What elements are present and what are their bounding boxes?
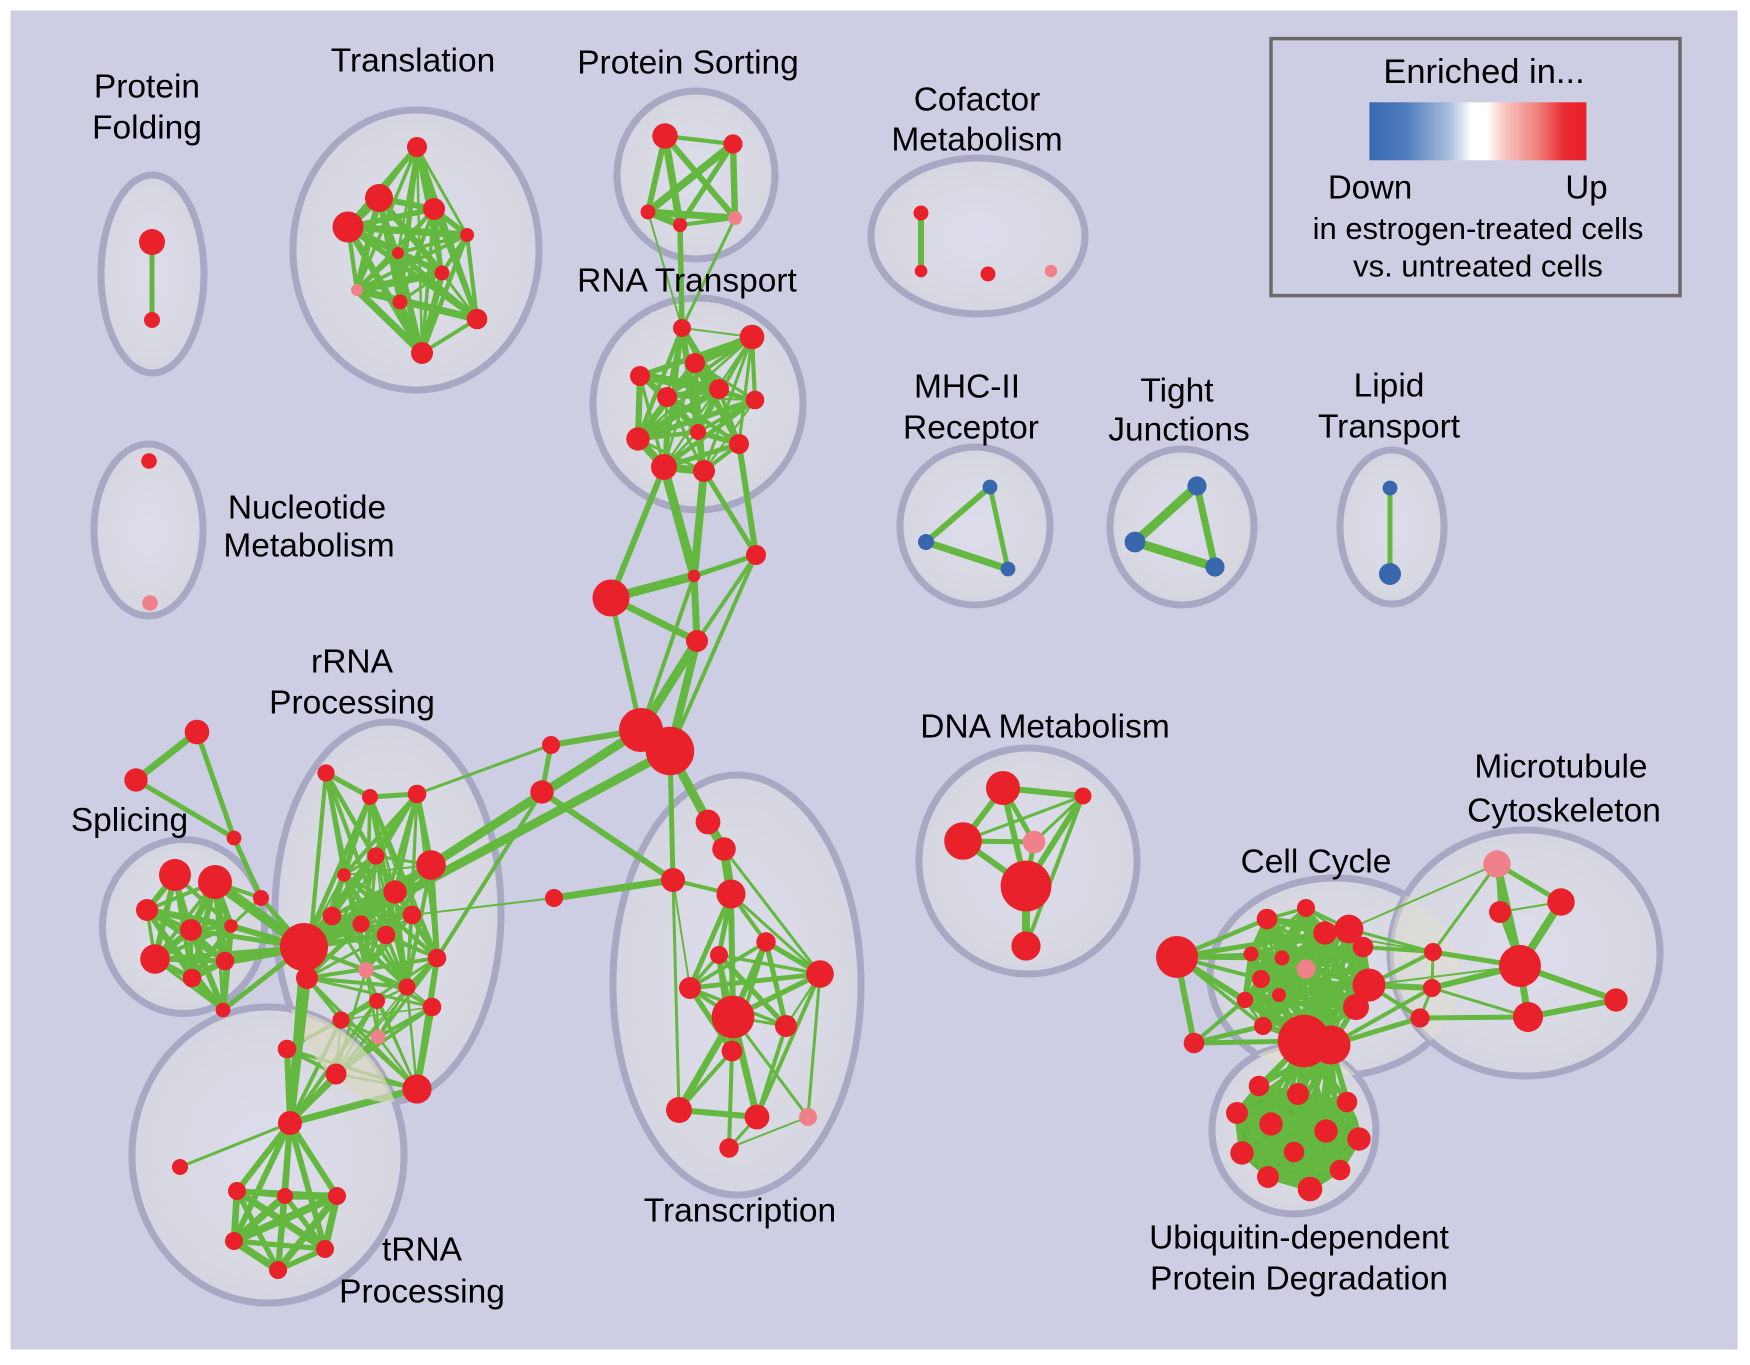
svg-text:Cell Cycle: Cell Cycle <box>1241 844 1392 881</box>
svg-text:Splicing: Splicing <box>71 802 188 839</box>
svg-text:Up: Up <box>1565 169 1607 206</box>
svg-text:Tight: Tight <box>1140 373 1214 410</box>
svg-text:RNA Transport: RNA Transport <box>577 263 797 300</box>
svg-text:Processing: Processing <box>269 685 435 722</box>
svg-text:DNA Metabolism: DNA Metabolism <box>920 709 1169 746</box>
svg-text:Folding: Folding <box>92 110 202 147</box>
svg-text:vs. untreated cells: vs. untreated cells <box>1353 249 1603 284</box>
svg-text:Down: Down <box>1328 169 1412 206</box>
svg-text:Enriched in...: Enriched in... <box>1383 53 1584 91</box>
svg-text:Receptor: Receptor <box>903 410 1039 447</box>
svg-text:in estrogen-treated cells: in estrogen-treated cells <box>1313 211 1644 246</box>
svg-text:Protein Sorting: Protein Sorting <box>577 45 799 82</box>
svg-text:Metabolism: Metabolism <box>223 528 394 565</box>
svg-text:rRNA: rRNA <box>311 644 394 681</box>
svg-text:Cofactor: Cofactor <box>914 82 1041 119</box>
svg-text:Metabolism: Metabolism <box>891 122 1062 159</box>
svg-text:Nucleotide: Nucleotide <box>228 490 386 527</box>
svg-text:Cytoskeleton: Cytoskeleton <box>1467 793 1661 830</box>
svg-text:Lipid: Lipid <box>1354 368 1425 405</box>
svg-text:Processing: Processing <box>339 1274 505 1311</box>
svg-text:Microtubule: Microtubule <box>1474 749 1647 786</box>
svg-text:tRNA: tRNA <box>382 1232 463 1269</box>
svg-text:Transport: Transport <box>1318 409 1461 446</box>
svg-text:Protein: Protein <box>94 69 200 106</box>
svg-text:Protein Degradation: Protein Degradation <box>1150 1261 1448 1298</box>
svg-text:Translation: Translation <box>331 43 495 80</box>
svg-text:MHC-II: MHC-II <box>914 369 1020 406</box>
svg-text:Junctions: Junctions <box>1108 412 1250 449</box>
svg-text:Ubiquitin-dependent: Ubiquitin-dependent <box>1149 1220 1450 1257</box>
svg-text:Transcription: Transcription <box>644 1193 836 1230</box>
